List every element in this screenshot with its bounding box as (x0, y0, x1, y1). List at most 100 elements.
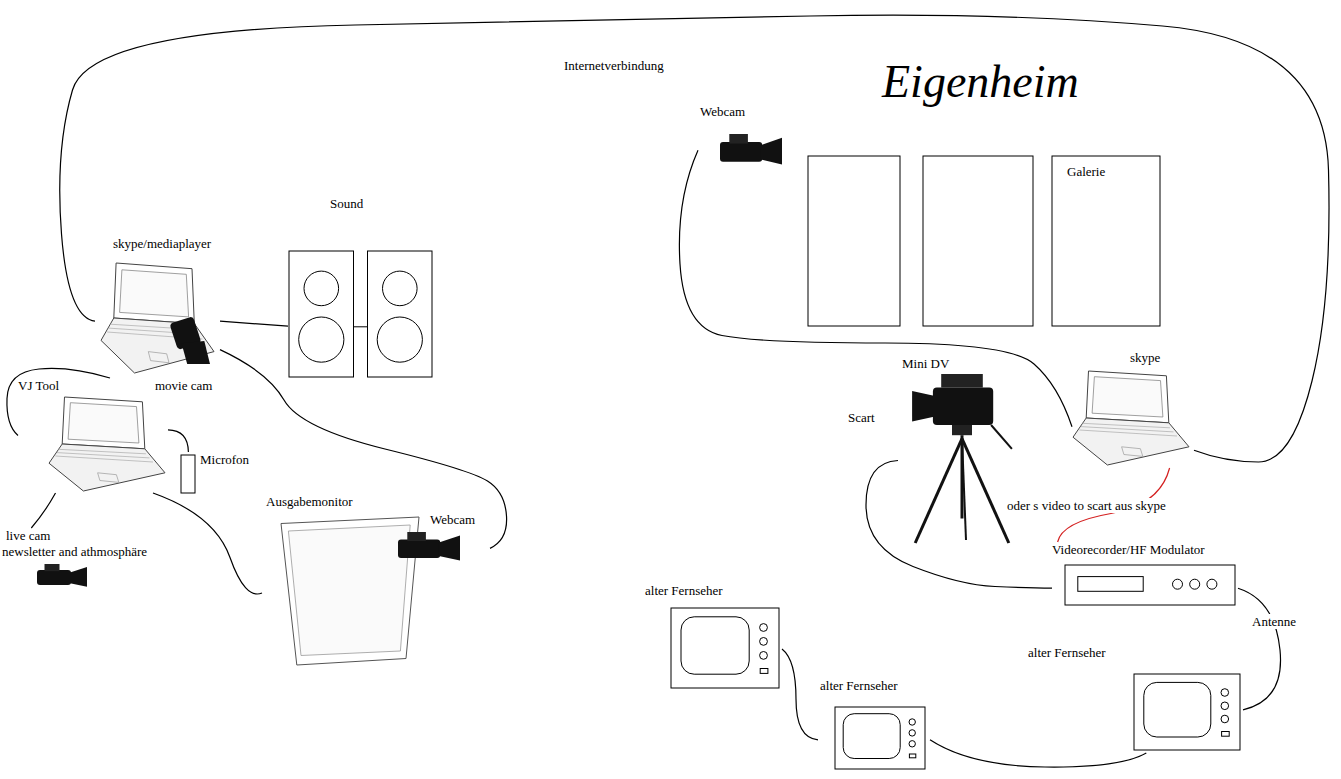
gallery-wall (923, 156, 1033, 326)
cable (31, 493, 55, 528)
speaker-cable (354, 326, 368, 327)
cable-label: Scart (846, 410, 877, 425)
tv-knob (760, 624, 768, 632)
tv-knob (909, 719, 915, 725)
device-label: Microfon (200, 452, 249, 467)
gallery-wall (1052, 156, 1160, 326)
hcam-icon (398, 532, 460, 562)
camera-top (729, 134, 748, 144)
mic-icon (180, 454, 196, 494)
cable (220, 350, 507, 549)
cable (679, 150, 1072, 427)
monitor-frame (281, 517, 419, 665)
device-label: skype (1130, 350, 1160, 365)
tv-knob (909, 741, 915, 747)
tv-knob (1221, 702, 1229, 710)
touchpad (98, 473, 119, 483)
tv-knob (760, 652, 768, 660)
camcorder-lens (912, 391, 935, 422)
laptop-screen (68, 403, 139, 443)
webcam-node: Webcam (698, 104, 788, 170)
vcam-icon (172, 318, 210, 364)
webcam-node: Webcam (398, 512, 490, 564)
camcorder-node: Mini DV (898, 356, 1016, 546)
tripod-leg (962, 439, 1009, 543)
recorder-knob (1207, 579, 1217, 589)
laptop-lid (62, 397, 145, 449)
camera-lens (70, 567, 87, 587)
tv-switch (909, 754, 915, 758)
hcam-icon (37, 564, 87, 588)
cable-label: Internetverbindung (562, 58, 666, 73)
camera-lens (761, 138, 782, 165)
tv-knob (1221, 689, 1229, 697)
tv-screen (681, 617, 749, 674)
laptop-base (1073, 418, 1189, 465)
device-label: alter Fernseher (645, 583, 723, 598)
camera-lens (182, 341, 211, 364)
laptop-base (49, 444, 165, 491)
camera-node: live camnewsletter and athmosphäre (2, 528, 197, 590)
tv-switch (1222, 732, 1230, 737)
cable-label: Antenne (1250, 614, 1298, 629)
touchpad (1122, 447, 1143, 457)
recorder-knob (1173, 579, 1183, 589)
cable (782, 649, 818, 740)
tripod-icon (910, 374, 1014, 544)
laptop-icon (1072, 370, 1190, 466)
device-label: Sound (330, 196, 363, 211)
device-label: Galerie (1067, 164, 1105, 179)
touchpad (148, 352, 169, 363)
hcam-icon (720, 134, 782, 166)
keyboard-row (55, 456, 153, 462)
cable-label: oder s video to scart aus skype (1005, 498, 1168, 513)
speakers-icon (288, 250, 433, 378)
device-label: Mini DV (902, 356, 949, 371)
tv-node: alter Fernseher (1028, 645, 1243, 753)
camera-body (398, 540, 440, 559)
camera-node: movie cam (150, 318, 240, 396)
tripod-leg (962, 439, 966, 540)
gallery-node: Galerie (805, 152, 1165, 330)
camera-lens (439, 536, 460, 561)
device-label: live cam (6, 528, 50, 543)
gallery-wall (808, 156, 900, 326)
camera-body (720, 142, 762, 162)
cable (153, 493, 262, 594)
gallery-icon (805, 152, 1165, 330)
recorder-node: Videorecorder/HF Modulator (1052, 542, 1238, 608)
laptop-node: VJ Tool (18, 378, 168, 493)
cable (930, 740, 1146, 767)
camcorder-handle (941, 374, 983, 388)
tv-knob (760, 638, 768, 646)
tv-screen (1144, 682, 1211, 737)
cable (168, 430, 188, 452)
alternative-cable (1058, 468, 1170, 542)
tripod-handle (991, 425, 1012, 449)
device-label: Videorecorder/HF Modulator (1052, 542, 1205, 557)
tv-icon (834, 706, 926, 770)
device-label: Webcam (430, 512, 475, 527)
speaker-tweeter (383, 271, 418, 306)
tv-icon (1133, 673, 1241, 751)
speaker-box (368, 251, 433, 377)
recorder-display (1078, 577, 1143, 592)
tv-case (835, 707, 925, 769)
device-label: skype/mediaplayer (113, 236, 211, 251)
tv-switch (760, 669, 768, 674)
recorder-knob (1190, 579, 1200, 589)
tv-case (1134, 674, 1240, 750)
cable (866, 461, 1052, 589)
monitor-screen (288, 525, 410, 656)
device-label: movie cam (155, 378, 212, 393)
camera-top (45, 564, 60, 571)
tv-screen (843, 714, 900, 759)
device-label: newsletter and athmosphäre (2, 544, 147, 559)
tv-case (671, 608, 779, 688)
device-label: VJ Tool (18, 378, 59, 393)
gallery-signature: Eigenheim (880, 56, 1081, 108)
laptop-node: skype (1072, 350, 1194, 468)
laptop-screen (1092, 377, 1163, 417)
monitor-icon (280, 516, 420, 666)
recorder-case (1065, 565, 1235, 605)
